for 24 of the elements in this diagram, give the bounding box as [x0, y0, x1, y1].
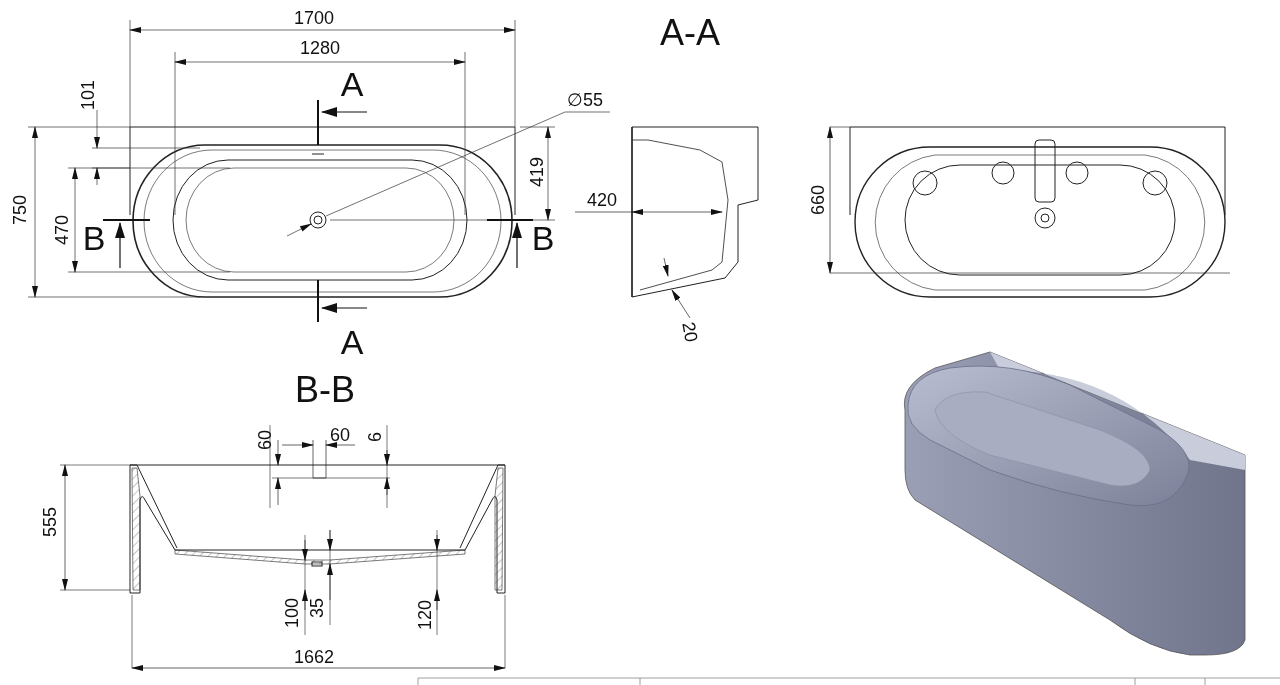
dimension-value: 555 — [41, 507, 59, 537]
dimension-value: 20 — [679, 320, 701, 344]
dimension-value: 420 — [587, 191, 617, 209]
dimension-value: 6 — [366, 432, 384, 442]
section-letter: B — [82, 221, 106, 255]
dimension-value: 660 — [809, 185, 827, 215]
dimension-value: 35 — [308, 598, 326, 618]
section-letter: B — [531, 221, 555, 255]
dimension-value: 419 — [528, 157, 546, 187]
dimension-value: 1662 — [294, 648, 334, 666]
dimension-value: 1700 — [294, 9, 334, 27]
section-title: B-B — [295, 372, 355, 408]
dimension-value: 750 — [11, 195, 29, 225]
dimension-value: 60 — [330, 426, 350, 444]
dimension-value: ∅55 — [567, 91, 603, 109]
section-title: A-A — [660, 15, 720, 51]
dimension-value: 101 — [79, 80, 97, 110]
dimension-value: 1280 — [300, 39, 340, 57]
dimension-value: 120 — [416, 600, 434, 630]
dimension-value: 60 — [256, 430, 274, 450]
section-letter: A — [340, 325, 364, 359]
dimension-value: 470 — [53, 215, 71, 245]
dimension-value: 100 — [283, 598, 301, 628]
section-letter: A — [340, 67, 364, 101]
